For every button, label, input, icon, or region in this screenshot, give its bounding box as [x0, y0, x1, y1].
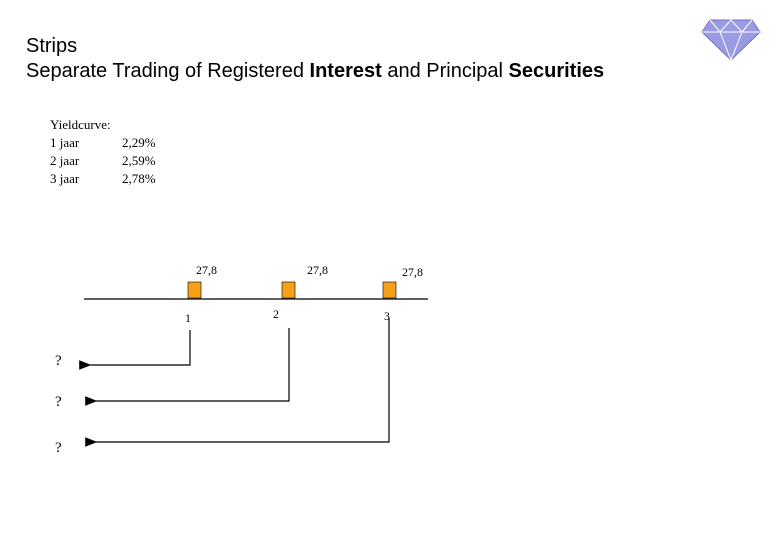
title-text-1: Separate Trading of Registered	[26, 60, 310, 82]
yieldcurve-row: 1 jaar 2,29%	[50, 134, 156, 152]
yieldcurve-rate: 2,59%	[122, 153, 156, 168]
question-label: ?	[55, 440, 62, 456]
question-label: ?	[55, 394, 62, 410]
period-label: 1	[185, 311, 191, 325]
cashflow-box	[187, 281, 202, 299]
yieldcurve-row: 2 jaar 2,59%	[50, 152, 156, 170]
discount-arrow	[79, 330, 191, 370]
yieldcurve-rate: 2,29%	[122, 135, 156, 150]
cashflow-box	[281, 281, 296, 299]
title-bold-interest: Interest	[309, 60, 382, 82]
title-line-2: Separate Trading of Registered Interest …	[26, 59, 604, 84]
slide-title: Strips Separate Trading of Registered In…	[26, 34, 604, 84]
title-bold-securities: Securities	[508, 60, 605, 82]
title-line-1: Strips	[26, 35, 78, 57]
title-text-2: and Principal	[381, 60, 509, 82]
yieldcurve-heading: Yieldcurve:	[50, 117, 111, 132]
period-label: 3	[384, 309, 390, 323]
discount-arrow	[85, 318, 390, 447]
yieldcurve-row: 3 jaar 2,78%	[50, 170, 156, 188]
discount-arrow	[85, 328, 290, 406]
yieldcurve-table: Yieldcurve: 1 jaar 2,29% 2 jaar 2,59% 3 …	[50, 116, 156, 188]
yieldcurve-term: 2 jaar	[50, 153, 80, 168]
cashflow-box	[382, 281, 397, 299]
cashflow-label: 27,8	[402, 265, 423, 279]
cashflow-label: 27,8	[196, 263, 217, 277]
diamond-icon	[701, 19, 761, 62]
yieldcurve-term: 3 jaar	[50, 171, 80, 186]
question-label: ?	[55, 353, 62, 369]
yieldcurve-rate: 2,78%	[122, 171, 156, 186]
period-label: 2	[273, 307, 279, 321]
cashflow-label: 27,8	[307, 263, 328, 277]
yieldcurve-term: 1 jaar	[50, 135, 80, 150]
